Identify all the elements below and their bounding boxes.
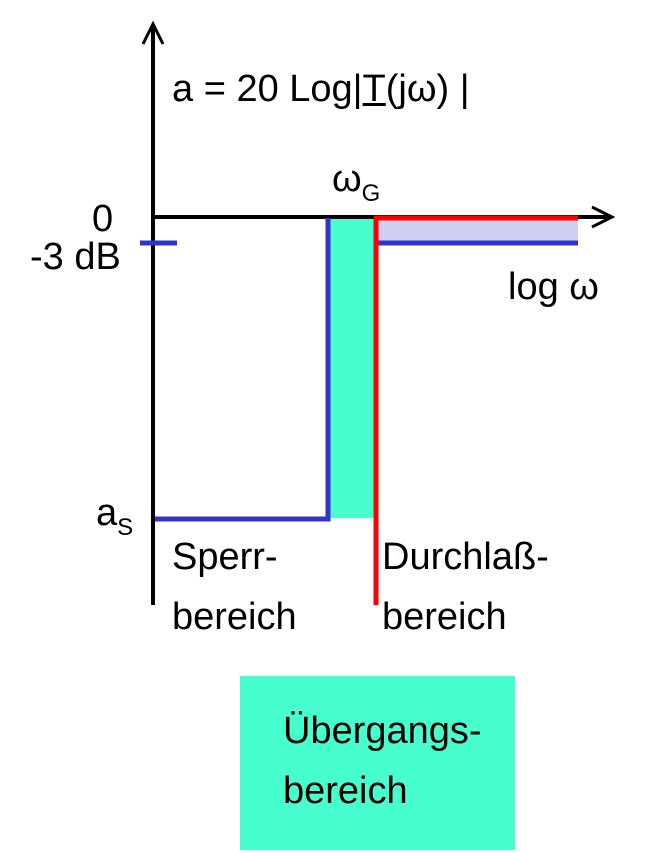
x-axis-arrowhead [591, 205, 616, 229]
omega-g: ω [332, 158, 362, 200]
title-suffix: (jω) | [385, 68, 470, 110]
diagram-title: a = 20 Log|T(jω) | [172, 70, 470, 108]
minus-3db-label: -3 dB [30, 236, 121, 278]
a-s-sub: S [117, 514, 134, 541]
passband-max-line [373, 215, 578, 605]
y-axis-arrowhead [141, 20, 165, 45]
omega-g-label: ωG [332, 160, 380, 206]
zero-label: 0 [92, 198, 114, 240]
passband-label-1: Durchlaß- [382, 536, 549, 578]
omega-g-sub: G [361, 180, 381, 207]
x-axis-label: log ω [508, 266, 599, 308]
legend-line-1: Übergangs- [283, 710, 482, 752]
transition-band-legend: Übergangs- bereich [240, 676, 515, 850]
passband-label-2: bereich [382, 596, 507, 638]
stopband-limit-line [155, 218, 331, 522]
passband-tolerance-area [378, 220, 578, 243]
a-s: a [96, 492, 118, 534]
stopband-label-1: Sperr- [172, 536, 278, 578]
a-s-label: aS [96, 494, 133, 540]
title-prefix: a = 20 Log| [172, 68, 363, 110]
title-T: T [362, 68, 386, 110]
stopband-label-2: bereich [172, 596, 297, 638]
transition-band-area [330, 219, 375, 518]
legend-line-2: bereich [283, 770, 408, 812]
